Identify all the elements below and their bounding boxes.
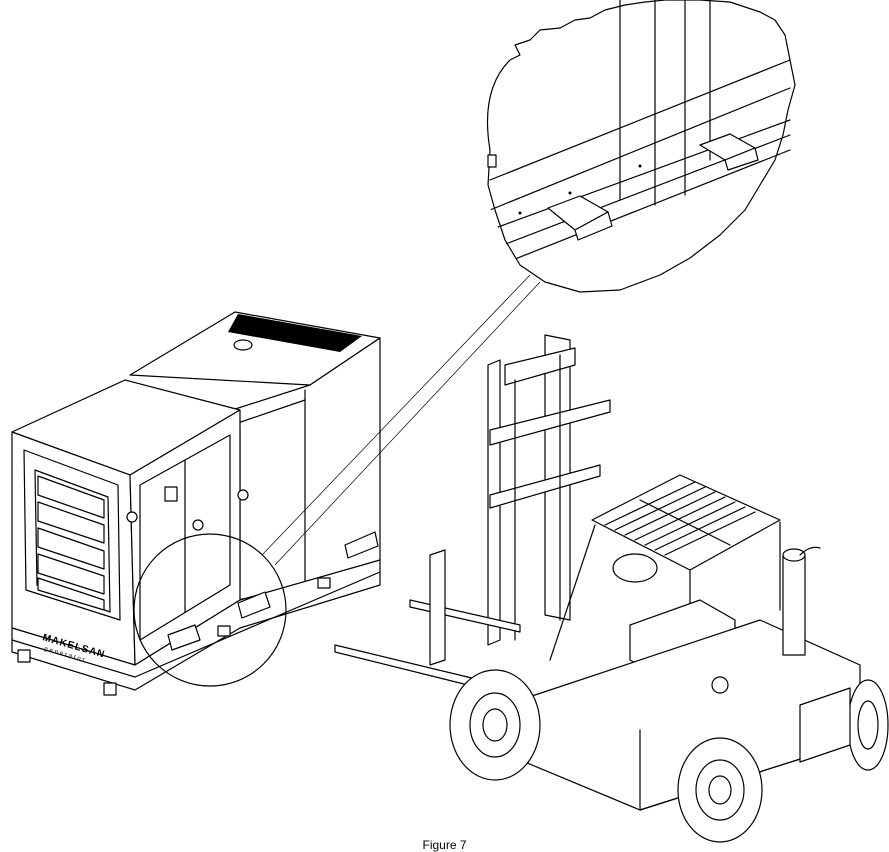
detail-zoom-boundary bbox=[486, 0, 796, 293]
figure-caption: Figure 7 bbox=[422, 838, 467, 852]
front-left-wheel bbox=[449, 669, 541, 781]
detail-callout bbox=[133, 0, 796, 687]
rear-left-wheel bbox=[677, 737, 763, 843]
generator-canopy: MAKELSAN generator bbox=[11, 311, 381, 696]
forklift bbox=[334, 334, 889, 843]
guard-slats bbox=[604, 481, 756, 556]
louver-group bbox=[37, 475, 105, 611]
detail-source-circle bbox=[133, 533, 287, 687]
rear-right-wheel bbox=[847, 679, 889, 771]
